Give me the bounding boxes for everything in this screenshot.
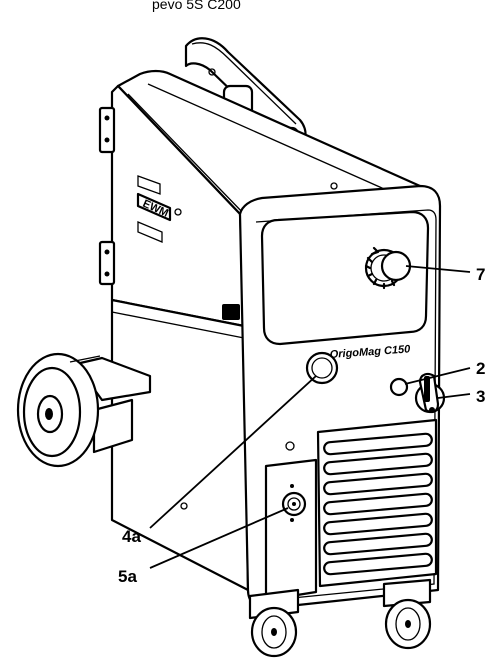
callout-3: 3 [476, 387, 485, 406]
callout-4a: 4a [122, 527, 141, 546]
ventilation-grille [318, 420, 436, 586]
caption-text: pevo 5S C200 [152, 0, 241, 12]
socket-4a [307, 353, 337, 383]
indicator-lamp [391, 379, 407, 395]
connection-plate [266, 442, 316, 600]
side-panel-lower [112, 300, 248, 590]
callout-5a: 5a [118, 567, 137, 586]
front-castor-right [384, 580, 430, 648]
callout-7: 7 [476, 265, 485, 284]
callout-2: 2 [476, 359, 485, 378]
front-castor-left [250, 590, 298, 656]
